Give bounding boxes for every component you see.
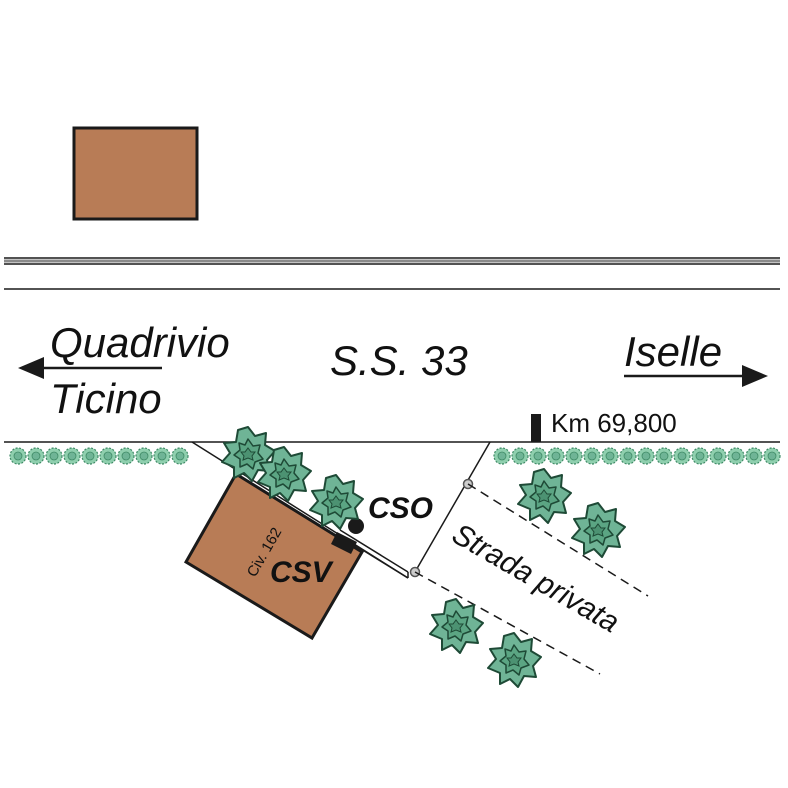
arrow-left-icon bbox=[18, 357, 162, 379]
meter-box-icon bbox=[331, 532, 357, 554]
label-km: Km 69,800 bbox=[551, 408, 677, 438]
building-csv bbox=[183, 471, 365, 641]
label-road-name: S.S. 33 bbox=[330, 337, 468, 384]
label-cso: CSO bbox=[368, 492, 433, 525]
tree-icon bbox=[571, 502, 626, 558]
cso-point-icon bbox=[348, 518, 364, 534]
tree-icon bbox=[517, 468, 572, 524]
private-road-edge-north bbox=[467, 483, 649, 597]
label-ticino: Ticino bbox=[50, 375, 162, 422]
km-post-icon bbox=[531, 414, 541, 442]
private-road-edge-south bbox=[414, 571, 601, 675]
arrow-right-icon bbox=[624, 365, 768, 387]
label-quadrivio: Quadrivio bbox=[50, 319, 230, 366]
label-csv: CSV bbox=[270, 556, 335, 589]
label-iselle: Iselle bbox=[624, 328, 722, 375]
tree-icon bbox=[429, 598, 484, 654]
hedge-left bbox=[9, 447, 189, 465]
hedge-right bbox=[493, 447, 781, 465]
road-north-edge bbox=[4, 257, 780, 265]
building-top bbox=[72, 126, 199, 221]
tree-icon bbox=[487, 632, 542, 688]
